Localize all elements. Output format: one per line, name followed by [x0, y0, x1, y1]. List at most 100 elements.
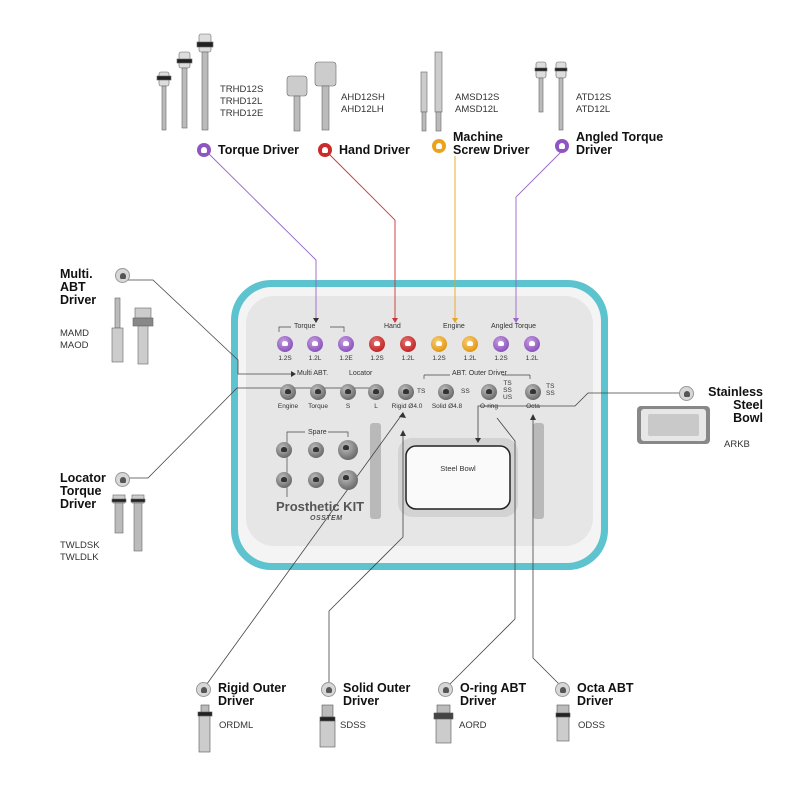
code: MAMD: [60, 328, 90, 339]
tray-slot-spare: [308, 472, 324, 488]
bracket-abt-outer: [423, 374, 531, 379]
o-ring-abt-driver-marker-icon: [438, 682, 453, 697]
machine-screw-driver-tools-icon: [420, 51, 443, 132]
locator-torque-driver-tools-icon: [111, 494, 146, 552]
tray-slot-torque-1-2e: [338, 336, 354, 352]
locator-torque-driver-label: Locator Torque Driver: [60, 471, 106, 511]
code: TRHD12S: [220, 84, 264, 95]
tray-slot-label: 1.2S: [370, 355, 384, 362]
multi-abt-driver-label: Multi. ABT Driver: [60, 267, 97, 307]
tray-slot-label: Solid Ø4.8: [431, 403, 463, 410]
solid-outer-driver-label: Solid Outer Driver: [343, 681, 411, 708]
code: AMSD12L: [455, 104, 499, 115]
tray-slot-engine-1-2s: [431, 336, 447, 352]
hand-driver-label: Hand Driver: [339, 142, 410, 157]
tray-slot-spare: [338, 440, 358, 460]
tray-slot-label: S: [345, 403, 351, 410]
leader-octa: [532, 420, 564, 689]
side-label-stack: TS SS US: [503, 380, 512, 401]
code: AMSD12S: [455, 92, 500, 103]
tray-slot-label: O-ring: [479, 403, 499, 410]
leader-multi-abt: [128, 279, 291, 375]
code: TRHD12E: [220, 108, 264, 119]
tray-slot-label: 1.2L: [463, 355, 477, 362]
code: AORD: [459, 720, 487, 731]
machine-screw-driver-label: Machine Screw Driver: [453, 130, 530, 157]
tray-group-abt-outer: ABT. Outer Driver: [452, 370, 507, 377]
tray-group-multi-abt: Multi ABT.: [297, 370, 329, 377]
tray-group-locator: Locator: [349, 370, 373, 377]
tray-slot-spare: [276, 472, 292, 488]
multi-abt-driver-codes: MAMD MAOD: [60, 328, 89, 352]
code: AHD12LH: [341, 104, 384, 115]
hand-driver-codes: AHD12SH AHD12LH: [341, 92, 385, 116]
stainless-steel-bowl-image: [637, 406, 710, 444]
tray-slot-angled-1-2l: [524, 336, 540, 352]
stainless-steel-bowl-codes: ARKB: [724, 439, 750, 451]
torque-driver-marker-icon: [197, 143, 211, 157]
tray-slot-label: 1.2E: [339, 355, 353, 362]
stainless-steel-bowl-marker-icon: [679, 386, 694, 401]
angled-torque-driver-codes: ATD12S ATD12L: [576, 92, 611, 116]
tray-slot-label: Engine: [277, 403, 299, 410]
side-label: SS: [503, 387, 512, 394]
code: TWLDSK: [60, 540, 100, 551]
tray-slot-label: 1.2L: [401, 355, 415, 362]
category-machine-screw-driver: Machine Screw Driver: [432, 131, 538, 157]
steel-bowl-label: Steel Bowl: [440, 464, 476, 473]
steel-bowl-inner: [405, 445, 511, 510]
tray-slot-label: 1.2L: [525, 355, 539, 362]
tray-slot-label: Torque: [308, 403, 328, 410]
category-rigid-outer-driver: Rigid Outer Driver: [196, 682, 288, 708]
tray-slot-label: 1.2S: [278, 355, 292, 362]
solid-outer-driver-codes: SDSS: [340, 720, 366, 732]
tray-slot-angled-1-2s: [493, 336, 509, 352]
torque-driver-codes: TRHD12S TRHD12L TRHD12E: [220, 84, 263, 120]
side-label: TS: [546, 383, 555, 390]
side-label: SS: [546, 390, 555, 397]
tray-slot-spare: [308, 442, 324, 458]
bottom-driver-tools-icon: [197, 704, 571, 753]
leader-rigid-outer: [203, 412, 404, 689]
code: ARKB: [724, 439, 750, 450]
tray-group-spare: Spare: [308, 429, 327, 436]
leader-steel-bowl: [477, 392, 686, 438]
tray-slot-engine-1-2l: [462, 336, 478, 352]
octa-abt-driver-marker-icon: [555, 682, 570, 697]
stainless-steel-bowl-label: Stainless Steel Bowl: [708, 385, 763, 425]
octa-abt-driver-label: Octa ABT Driver: [577, 681, 634, 708]
code: TWLDLK: [60, 552, 99, 563]
tray-slot-multi-abt-engine: [280, 384, 296, 400]
rigid-outer-driver-label: Rigid Outer Driver: [218, 681, 287, 708]
machine-screw-driver-marker-icon: [432, 139, 446, 153]
locator-torque-driver-codes: TWLDSK TWLDLK: [60, 540, 100, 564]
multi-abt-driver-marker-icon: [115, 268, 130, 283]
machine-screw-driver-codes: AMSD12S AMSD12L: [455, 92, 499, 116]
code: TRHD12L: [220, 96, 263, 107]
category-solid-outer-driver: Solid Outer Driver: [321, 682, 413, 708]
category-multi-abt-driver: Multi. ABT Driver: [60, 268, 130, 307]
o-ring-abt-driver-label: O-ring ABT Driver: [460, 681, 527, 708]
tray-slot-hand-1-2l: [400, 336, 416, 352]
category-locator-torque-driver: Locator Torque Driver: [60, 472, 130, 511]
category-stainless-steel-bowl: Stainless Steel Bowl: [679, 386, 763, 425]
tray-slot-locator-s: [340, 384, 356, 400]
angled-torque-driver-tools-icon: [534, 61, 568, 131]
rigid-outer-driver-codes: ORDML: [219, 720, 253, 732]
tray-slot-multi-abt-torque: [310, 384, 326, 400]
code: ATD12L: [576, 104, 611, 115]
leader-locator: [128, 387, 378, 479]
tray-slot-hand-1-2s: [369, 336, 385, 352]
hand-driver-marker-icon: [318, 143, 332, 157]
side-label: TS: [417, 388, 426, 395]
torque-driver-label: Torque Driver: [218, 142, 300, 157]
tray-slot-torque-1-2s: [277, 336, 293, 352]
tray-group-torque: Torque: [294, 323, 316, 330]
tray-slot-label: Rigid Ø4.0: [391, 403, 423, 410]
side-label-stack: TS SS: [546, 383, 555, 397]
side-label: SS: [461, 388, 470, 395]
code: SDSS: [340, 720, 366, 731]
tray-group-angled-torque: Angled Torque: [491, 323, 537, 330]
tray-slot-label: L: [374, 403, 378, 410]
